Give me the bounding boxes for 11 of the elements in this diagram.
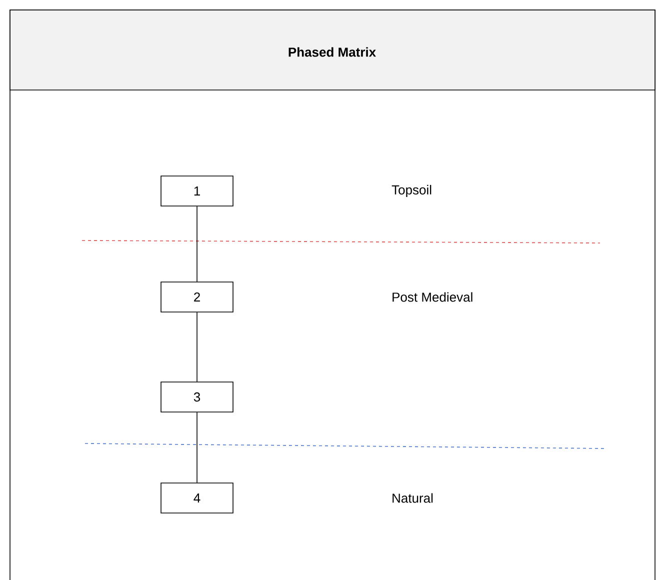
phase-label: Topsoil — [392, 184, 432, 198]
context-box: 1 — [160, 176, 234, 206]
connector-line — [196, 206, 198, 282]
context-box: 3 — [160, 382, 234, 412]
title-band: Phased Matrix — [10, 10, 656, 90]
phase-label: Natural — [392, 493, 433, 503]
connector-line — [196, 412, 198, 483]
phase-label: Post Medieval — [392, 292, 472, 302]
context-box: 2 — [160, 282, 234, 312]
context-box: 4 — [160, 482, 234, 514]
connector-line — [196, 312, 198, 382]
